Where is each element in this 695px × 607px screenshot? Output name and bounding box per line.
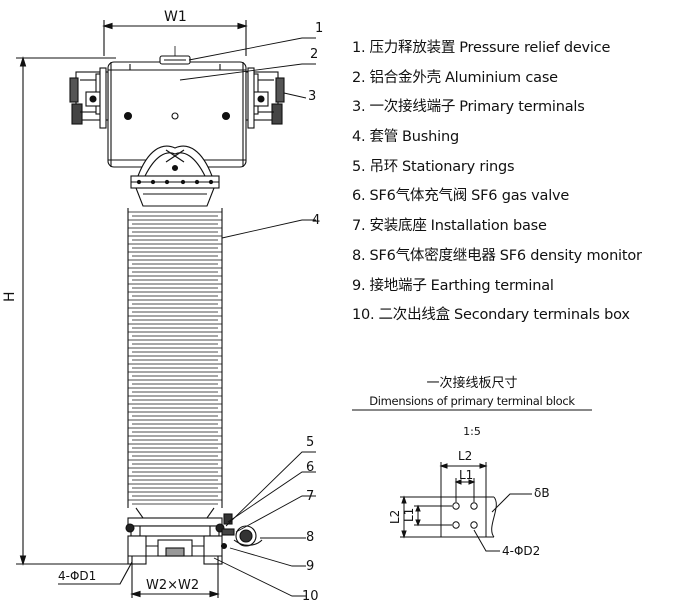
legend-item-en: Bushing — [402, 129, 459, 146]
legend-item-cn: 铝合金外壳 — [369, 69, 441, 86]
hole — [470, 502, 478, 510]
legend-item-en: Aluminium case — [444, 69, 558, 86]
terminal-plate — [440, 496, 487, 538]
legend-item-en: SF6 gas valve — [471, 188, 570, 205]
bushing-sheds — [128, 211, 222, 505]
legend-item-cn: 吊环 — [369, 158, 399, 175]
hole — [452, 521, 460, 529]
primary-terminal-left — [69, 67, 109, 129]
legend-item-en: Pressure relief device — [459, 40, 611, 56]
callout-7: 7 — [306, 489, 314, 504]
legend-item-cn: SF6气体密度继电器 — [369, 247, 496, 264]
top-flange — [130, 175, 220, 207]
w1-label: W1 — [164, 9, 187, 25]
legend-item-num: 5. — [352, 158, 366, 175]
legend-item-num: 10. — [352, 307, 375, 324]
callout-3: 3 — [308, 89, 316, 104]
l2-top-label: L2 — [458, 449, 472, 463]
primary-terminal-right — [245, 67, 285, 129]
l2-side-label: L2 — [388, 510, 402, 524]
legend-item-cn: 一次接线端子 — [369, 99, 456, 116]
base-holes-label: 4-ΦD1 — [58, 569, 96, 583]
callout-5: 5 — [306, 435, 314, 450]
callout-1: 1 — [315, 21, 323, 36]
legend-item-num: 3. — [352, 99, 366, 116]
h-label: H — [2, 291, 18, 302]
terminal-block-title-en: Dimensions of primary terminal block — [369, 394, 575, 408]
hole — [470, 521, 478, 529]
legend-item-en: Stationary rings — [402, 158, 515, 175]
bushing — [127, 208, 223, 508]
w2-label: W2×W2 — [146, 578, 199, 593]
l1-side-label: L1 — [402, 508, 416, 522]
legend-item-cn: 安装底座 — [369, 218, 427, 235]
callout-2: 2 — [310, 47, 318, 62]
hole — [452, 502, 460, 510]
callout-4: 4 — [312, 213, 320, 228]
installation-base — [127, 507, 223, 565]
legend-item-num: 2. — [352, 69, 366, 86]
legend-item-en: Installation base — [430, 218, 547, 235]
callout-8: 8 — [306, 530, 314, 545]
terminal-block-scale: 1:5 — [463, 425, 481, 438]
head-neck — [137, 145, 213, 177]
legend-item-num: 6. — [352, 188, 366, 205]
earthing-terminal — [220, 542, 228, 550]
legend-item-cn: 套管 — [369, 129, 399, 146]
legend-item-num: 8. — [352, 247, 366, 264]
legend-item-cn: 接地端子 — [369, 277, 427, 294]
legend-item-en: SF6 density monitor — [499, 247, 642, 264]
stationary-ring-left — [125, 523, 135, 533]
terminal-block-title-cn: 一次接线板尺寸 — [426, 376, 518, 391]
holes-label: 4-ΦD2 — [502, 544, 540, 558]
terminal-block-detail — [352, 409, 592, 552]
legend-item-cn: 压力释放装置 — [369, 40, 456, 56]
legend-item-en: Earthing terminal — [430, 277, 554, 294]
legend-item-num: 1. — [352, 40, 366, 56]
callout-10: 10 — [302, 589, 319, 604]
l1-top-label: L1 — [459, 468, 473, 482]
callout-6: 6 — [306, 460, 314, 475]
callout-9: 9 — [306, 559, 314, 574]
sf6-density-monitor — [221, 525, 263, 547]
legend-item-cn: SF6气体充气阀 — [369, 188, 468, 205]
pressure-relief-device — [159, 55, 191, 65]
legend-item-cn: 二次出线盒 — [378, 307, 450, 324]
legend-item-num: 9. — [352, 277, 366, 294]
legend-item-en: Secondary terminals box — [453, 307, 630, 324]
sf6-gas-valve — [223, 513, 233, 525]
thickness-label: δB — [534, 486, 550, 500]
legend-item-num: 7. — [352, 218, 366, 235]
legend-item-en: Primary terminals — [459, 99, 585, 116]
legend-item-num: 4. — [352, 129, 366, 146]
